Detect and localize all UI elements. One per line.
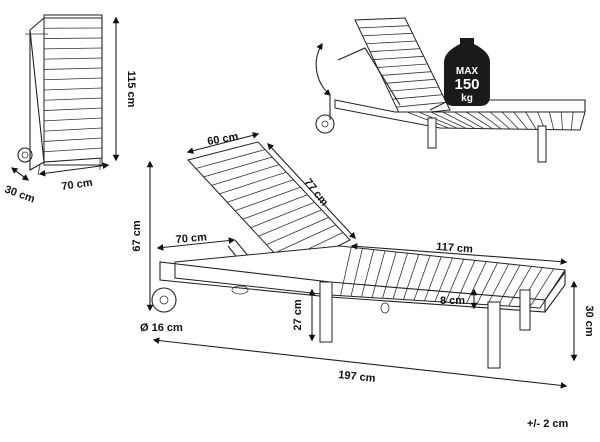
slat-line bbox=[548, 111, 555, 130]
slat-line bbox=[43, 97, 103, 101]
folded-depth-dimension: 30 cm bbox=[3, 167, 37, 206]
slat-line bbox=[396, 101, 447, 108]
slat-line bbox=[43, 87, 103, 91]
slat-line bbox=[489, 111, 511, 130]
slat-line bbox=[203, 156, 273, 178]
slat-line bbox=[466, 111, 493, 130]
total-height-label: 67 cm bbox=[131, 220, 143, 251]
tolerance-note: +/- 2 cm bbox=[527, 418, 568, 430]
total-length-label: 197 cm bbox=[338, 369, 377, 385]
backrest-width-label: 60 cm bbox=[206, 131, 239, 148]
total-height-dimension: 67 cm bbox=[131, 160, 154, 312]
slat-line bbox=[477, 111, 502, 130]
wheel-diameter-label: Ø 16 cm bbox=[140, 322, 183, 334]
slat-line bbox=[369, 48, 421, 53]
slat-line bbox=[43, 147, 103, 153]
slat-line bbox=[560, 111, 563, 130]
slat-line bbox=[362, 32, 413, 37]
slat-line bbox=[43, 117, 103, 122]
max-value: 150 bbox=[454, 76, 479, 93]
slat-line bbox=[418, 111, 458, 129]
slat-line bbox=[445, 259, 465, 303]
slat-line bbox=[570, 111, 574, 130]
slat-line bbox=[466, 261, 487, 304]
weight-icon bbox=[444, 38, 490, 106]
slat-line bbox=[43, 137, 103, 142]
folded-width-label: 70 cm bbox=[61, 177, 94, 193]
slat-line bbox=[366, 40, 417, 45]
slat-line bbox=[529, 268, 555, 308]
slat-line bbox=[381, 71, 432, 76]
frame-width-label: 70 cm bbox=[175, 231, 207, 246]
seat-length-dimension: 117 cm bbox=[350, 241, 568, 265]
adjustable-lounger-illustration bbox=[315, 17, 586, 163]
max-unit: kg bbox=[461, 93, 473, 104]
slat-line bbox=[392, 94, 443, 100]
slat-line bbox=[43, 67, 103, 70]
slat-line bbox=[442, 111, 476, 129]
folded-lounger-illustration bbox=[17, 14, 103, 176]
slat-line bbox=[513, 111, 528, 130]
slat-line bbox=[476, 262, 498, 305]
folded-width-dimension: 70 cm bbox=[38, 162, 110, 193]
folded-depth-label: 30 cm bbox=[3, 184, 37, 206]
slat-line bbox=[525, 111, 537, 130]
slat-line bbox=[340, 247, 352, 296]
slat-line bbox=[497, 265, 521, 306]
slat-line bbox=[43, 37, 103, 39]
seat-height-dimension: 27 cm bbox=[292, 288, 316, 342]
total-length-dimension: 197 cm bbox=[152, 337, 568, 389]
folded-height-dimension: 115 cm bbox=[112, 16, 137, 162]
slat-line bbox=[373, 55, 424, 60]
slat-line bbox=[358, 25, 409, 29]
slat-line bbox=[455, 260, 476, 303]
slat-line bbox=[384, 78, 436, 84]
side-height-dimension: 30 cm bbox=[570, 280, 595, 362]
slat-line bbox=[43, 57, 103, 60]
backrest-width-dimension: 60 cm bbox=[186, 131, 260, 154]
folded-height-label: 115 cm bbox=[125, 71, 137, 108]
slat-line bbox=[43, 77, 103, 81]
slat-line bbox=[388, 86, 439, 92]
slat-line bbox=[434, 257, 453, 302]
max-load-badge: MAX 150 kg bbox=[444, 38, 490, 106]
slat-line bbox=[501, 111, 520, 130]
slat-line bbox=[43, 127, 103, 132]
slat-line bbox=[377, 63, 428, 68]
seat-thickness-dimension: 8 cm bbox=[440, 288, 478, 310]
slat-line bbox=[454, 111, 484, 129]
slat-line bbox=[43, 47, 103, 50]
frame-width-dimension: 70 cm bbox=[156, 231, 236, 251]
side-height-label: 30 cm bbox=[583, 305, 595, 336]
slat-line bbox=[487, 263, 510, 305]
seat-height-label: 27 cm bbox=[292, 299, 304, 330]
seat-thickness-label: 8 cm bbox=[440, 295, 465, 307]
seat-length-label: 117 cm bbox=[436, 241, 474, 256]
wheel-diameter-dimension: Ø 16 cm bbox=[140, 322, 183, 334]
main-lounger-illustration bbox=[151, 141, 566, 369]
slat-line bbox=[430, 111, 467, 129]
slat-line bbox=[508, 266, 532, 307]
slat-line bbox=[43, 107, 103, 111]
max-word: MAX bbox=[456, 66, 479, 77]
